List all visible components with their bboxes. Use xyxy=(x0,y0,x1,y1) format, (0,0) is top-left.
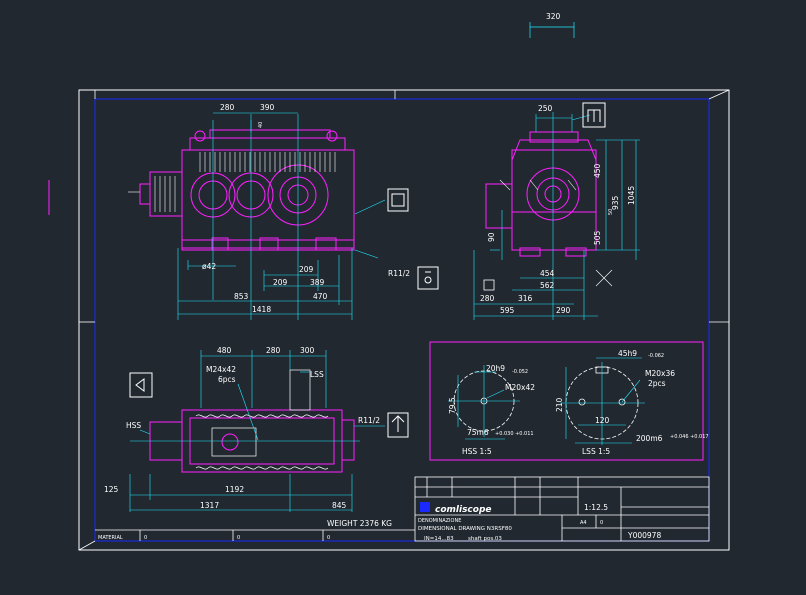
hss-75-tol: +0.030 +0.011 xyxy=(495,431,534,437)
lss-pcs: 2pcs xyxy=(648,379,666,388)
dim-470: 470 xyxy=(313,292,328,301)
dim-r-front: R11/2 xyxy=(388,269,410,278)
dim-dia42: ø42 xyxy=(202,262,216,271)
logo-mark xyxy=(420,502,430,512)
dim-290: 290 xyxy=(556,306,571,315)
dim-595: 595 xyxy=(500,306,515,315)
lss-200m6: 200m6 xyxy=(636,434,663,443)
dim-209a: 209 xyxy=(299,265,314,274)
lss-label: LSS xyxy=(310,370,324,379)
bolt-pcs: 6pcs xyxy=(218,375,236,384)
bolt-spec: M24x42 xyxy=(206,365,236,374)
dim-935: 935 xyxy=(611,195,620,210)
hss-label-detail: HSS 1:5 xyxy=(462,447,492,456)
shaft-position: shaft pos.03 xyxy=(468,536,502,542)
side-view xyxy=(473,102,640,320)
dim-389: 389 xyxy=(310,278,325,287)
bottom-strip xyxy=(95,529,415,541)
lss-thread: M20x36 xyxy=(645,369,675,378)
dim-90: 90 xyxy=(487,232,496,242)
hss-key: 20h9 xyxy=(486,364,505,373)
dim-50: 50 xyxy=(608,209,614,215)
drawing-scale: 1:12.5 xyxy=(584,503,608,512)
dim-40: 40 xyxy=(258,122,264,128)
hss-thread: M20x42 xyxy=(505,383,535,392)
lss-key-tol: -0.062 xyxy=(648,353,664,359)
company-logo: comliscope xyxy=(435,505,492,515)
dim-209b: 209 xyxy=(273,278,288,287)
front-view xyxy=(128,112,439,320)
lss-label-detail: LSS 1:5 xyxy=(582,447,610,456)
format: A4 xyxy=(580,520,587,526)
strip-cell-4: 0 xyxy=(327,535,330,541)
lss-key: 45h9 xyxy=(618,349,637,358)
scale-dim: 320 xyxy=(546,12,561,21)
strip-material: MATERIAL xyxy=(98,535,123,541)
dim-505: 505 xyxy=(593,230,602,245)
shaft-detail-box xyxy=(429,341,704,461)
dim-316: 316 xyxy=(518,294,533,303)
hss-shaft-detail xyxy=(448,365,520,440)
drawing-title: DIMENSIONAL DRAWING N3RSF80 xyxy=(418,526,512,532)
drawing-number: Y000978 xyxy=(627,531,661,540)
title-block xyxy=(414,476,710,542)
dim-1418: 1418 xyxy=(252,305,271,314)
dim-390: 390 xyxy=(260,103,275,112)
dim-1317: 1317 xyxy=(200,501,219,510)
lss-120: 120 xyxy=(595,416,610,425)
strip-cell-3: 0 xyxy=(237,535,240,541)
dim-280: 280 xyxy=(220,103,235,112)
dim-562: 562 xyxy=(540,281,555,290)
dim-845: 845 xyxy=(332,501,347,510)
title-small: DENOMINAZIONE xyxy=(418,518,461,524)
sheet-frame xyxy=(78,89,730,551)
zone-ticks xyxy=(78,89,730,551)
dim-280-top: 280 xyxy=(266,346,281,355)
dim-280-side: 280 xyxy=(480,294,495,303)
hss-79-5: 79.5 xyxy=(448,397,457,414)
dim-480: 480 xyxy=(217,346,232,355)
hss-75m6: 75m6 xyxy=(467,428,489,437)
revision: 0 xyxy=(600,520,603,526)
inner-border xyxy=(94,98,710,542)
lss-210: 210 xyxy=(555,397,564,412)
dim-1045: 1045 xyxy=(627,186,636,205)
dim-250: 250 xyxy=(538,104,553,113)
dim-454: 454 xyxy=(540,269,555,278)
dim-r-top: R11/2 xyxy=(358,416,380,425)
hss-key-tol: -0.052 xyxy=(512,369,528,375)
top-view xyxy=(129,350,409,512)
ratio-range: IN=14...83 xyxy=(424,536,454,542)
dim-450: 450 xyxy=(593,163,602,178)
strip-cell-2: 0 xyxy=(144,535,147,541)
lss-shaft-detail xyxy=(560,357,645,445)
dim-853: 853 xyxy=(234,292,249,301)
dim-300: 300 xyxy=(300,346,315,355)
weight: WEIGHT 2376 KG xyxy=(327,519,392,528)
scale-reference xyxy=(529,22,575,38)
lss-200-tol: +0.046 +0.017 xyxy=(670,434,709,440)
dim-125: 125 xyxy=(104,485,119,494)
hss-label: HSS xyxy=(126,421,141,430)
dim-1192: 1192 xyxy=(225,485,244,494)
